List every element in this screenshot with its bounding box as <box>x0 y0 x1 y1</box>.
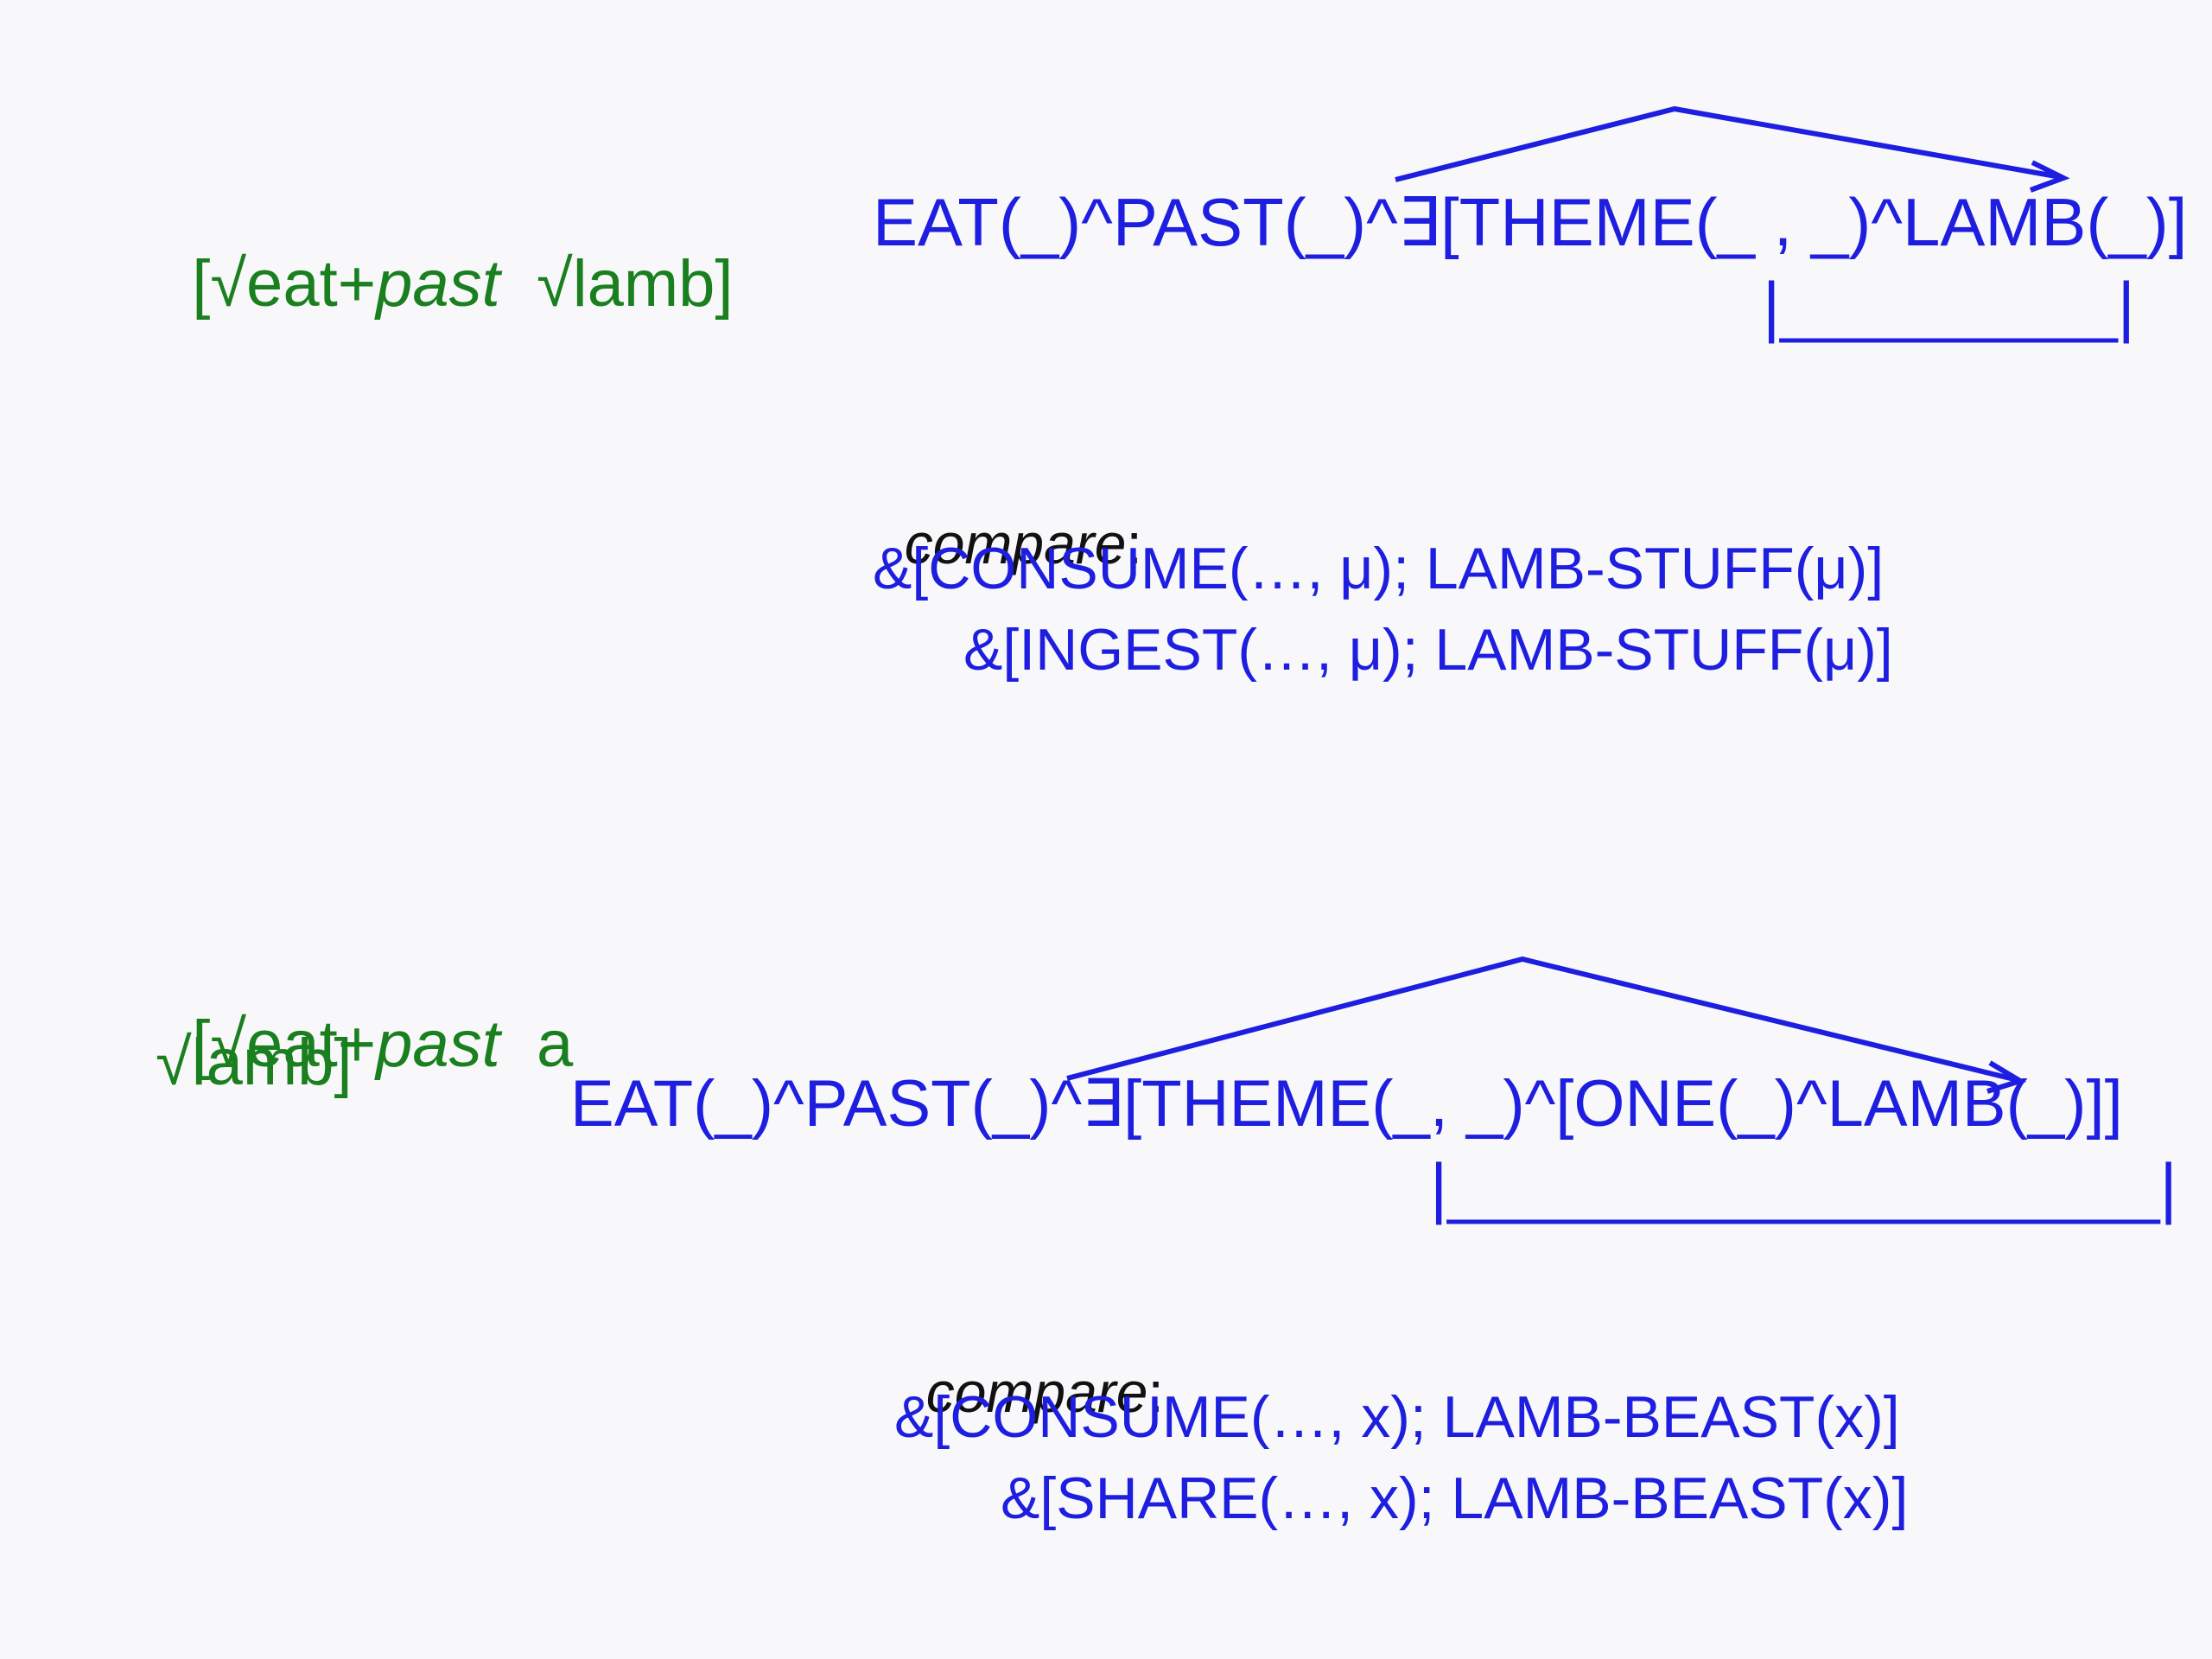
example2-binding-arrow <box>1066 956 2018 1083</box>
example2-binding-bracket: |___________________| <box>1430 1149 2177 1225</box>
example2-compare-word: compare <box>925 1360 1148 1424</box>
example1-compare-colon: : <box>1126 512 1142 575</box>
example1-binding-bracket: |_________| <box>1763 268 2135 344</box>
example1-binding-arrow <box>1395 105 2062 182</box>
example1-compare-line1: &[CONSUME(…, μ); LAMB-STUFF(μ)] <box>873 536 1885 601</box>
example1-arrowhead <box>2029 160 2070 193</box>
example2-compare-line1: &[CONSUME(…, x); LAMB-BEAST(x)] <box>894 1384 1900 1450</box>
example1-compare-word: compare <box>904 512 1127 575</box>
example2-root-open: [√eat+ <box>192 1007 377 1081</box>
example1-compare-line2: &[INGEST(…, μ); LAMB-STUFF(μ)] <box>963 617 1893 683</box>
example2-root-expression: [√eat+past a <box>156 946 573 1077</box>
example1-root-past: past <box>376 247 500 321</box>
example1-root-open: [√eat+ <box>192 247 377 321</box>
example2-compare-label: compare: <box>894 1306 1164 1421</box>
example2-arrowhead <box>1986 1060 2027 1094</box>
example1-formula: EAT(_)^PAST(_)^∃[THEME(_ , _)^LAMB(_)] <box>873 184 2188 260</box>
example1-root-close: √lamb] <box>499 247 734 321</box>
example1-compare-label: compare: <box>873 458 1142 572</box>
example2-compare-line2: &[SHARE(…, x); LAMB-BEAST(x)] <box>1001 1465 1909 1531</box>
example2-root-a: a <box>499 1007 574 1081</box>
example2-compare-colon: : <box>1147 1360 1164 1424</box>
example2-root-line2: √lamb] <box>156 1026 353 1099</box>
example1-root-expression: [√eat+past √lamb] <box>156 186 733 317</box>
example2-root-past: past <box>376 1007 500 1081</box>
